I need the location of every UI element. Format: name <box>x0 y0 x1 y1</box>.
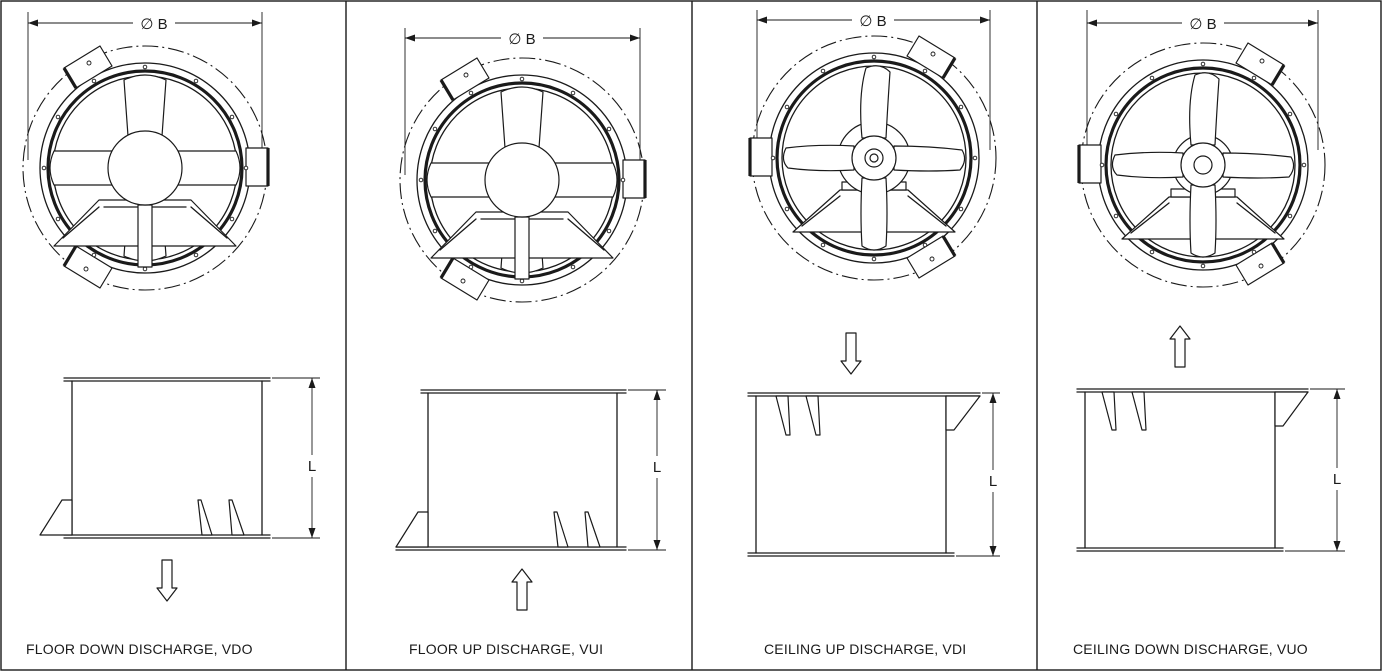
fan-side-view <box>39 377 271 539</box>
bolt-holes <box>770 54 978 262</box>
length-dimension: L <box>1285 388 1345 552</box>
diameter-label: ∅ B <box>1189 16 1216 33</box>
support-foot <box>39 499 73 536</box>
length-label: L <box>989 473 997 490</box>
length-label: L <box>1333 471 1341 488</box>
mounting-bracket <box>245 147 270 187</box>
airflow-arrow-down-icon <box>156 559 178 602</box>
fan-side-view <box>395 389 627 551</box>
panel-vdo: ∅ B <box>22 12 320 657</box>
mounting-bracket <box>1077 144 1102 184</box>
motor-hub <box>484 142 560 218</box>
diameter-dimension: ∅ B <box>756 10 991 150</box>
panel-caption: CEILING DOWN DISCHARGE, VUO <box>1073 641 1308 657</box>
motor-base <box>53 199 237 268</box>
diameter-label: ∅ B <box>508 31 535 48</box>
fan-blades <box>1111 72 1295 258</box>
support-gusset <box>197 499 213 536</box>
mounting-bracket <box>62 45 113 89</box>
fan-side-view <box>1076 388 1309 552</box>
mounting-bracket <box>62 245 113 289</box>
panel-caption: FLOOR UP DISCHARGE, VUI <box>409 641 603 657</box>
fan-front-view <box>399 57 647 303</box>
length-label: L <box>308 458 316 475</box>
airflow-arrow-down-icon <box>840 332 862 375</box>
bolt-holes <box>418 76 626 284</box>
panel-caption: FLOOR DOWN DISCHARGE, VDO <box>26 641 253 657</box>
airflow-arrow-up-icon <box>511 568 533 611</box>
panel-caption: CEILING UP DISCHARGE, VDI <box>764 641 966 657</box>
motor-hub <box>107 130 183 206</box>
panel-vdi: ∅ B <box>747 10 1000 657</box>
mounting-bracket <box>1235 42 1286 86</box>
support-gusset <box>805 395 821 436</box>
fan-front-view <box>748 35 997 281</box>
length-label: L <box>653 459 661 476</box>
length-dimension: L <box>628 389 666 551</box>
support-gusset <box>228 499 245 536</box>
fan-blades <box>782 65 966 251</box>
fan-side-view <box>747 392 981 557</box>
length-dimension: L <box>272 377 320 539</box>
mounting-bracket <box>439 257 490 301</box>
airflow-arrow-up-icon <box>1169 325 1191 368</box>
bolt-holes <box>41 64 249 272</box>
support-foot <box>395 511 429 548</box>
support-gusset <box>1101 391 1117 431</box>
panel-vui: ∅ B <box>395 28 666 657</box>
support-gusset <box>1131 391 1147 431</box>
support-gusset <box>584 511 601 548</box>
support-foot <box>945 395 981 431</box>
mounting-bracket <box>439 57 490 101</box>
bolt-holes <box>1099 61 1307 269</box>
diameter-label: ∅ B <box>859 13 886 30</box>
mounting-bracket <box>906 235 957 279</box>
mounting-bracket <box>1235 242 1286 286</box>
panel-vuo: ∅ B <box>1073 10 1345 657</box>
diameter-dimension: ∅ B <box>404 28 641 175</box>
mounting-bracket <box>748 137 773 177</box>
support-foot <box>1274 391 1309 427</box>
fan-front-view <box>22 45 270 291</box>
mounting-bracket <box>906 35 957 79</box>
fan-front-view <box>1077 42 1326 288</box>
mounting-bracket <box>622 159 647 199</box>
diameter-dimension: ∅ B <box>1086 10 1319 150</box>
diameter-dimension: ∅ B <box>27 12 263 160</box>
support-gusset <box>775 395 791 436</box>
length-dimension: L <box>956 392 1000 557</box>
support-gusset <box>553 511 569 548</box>
diameter-label: ∅ B <box>140 16 167 33</box>
